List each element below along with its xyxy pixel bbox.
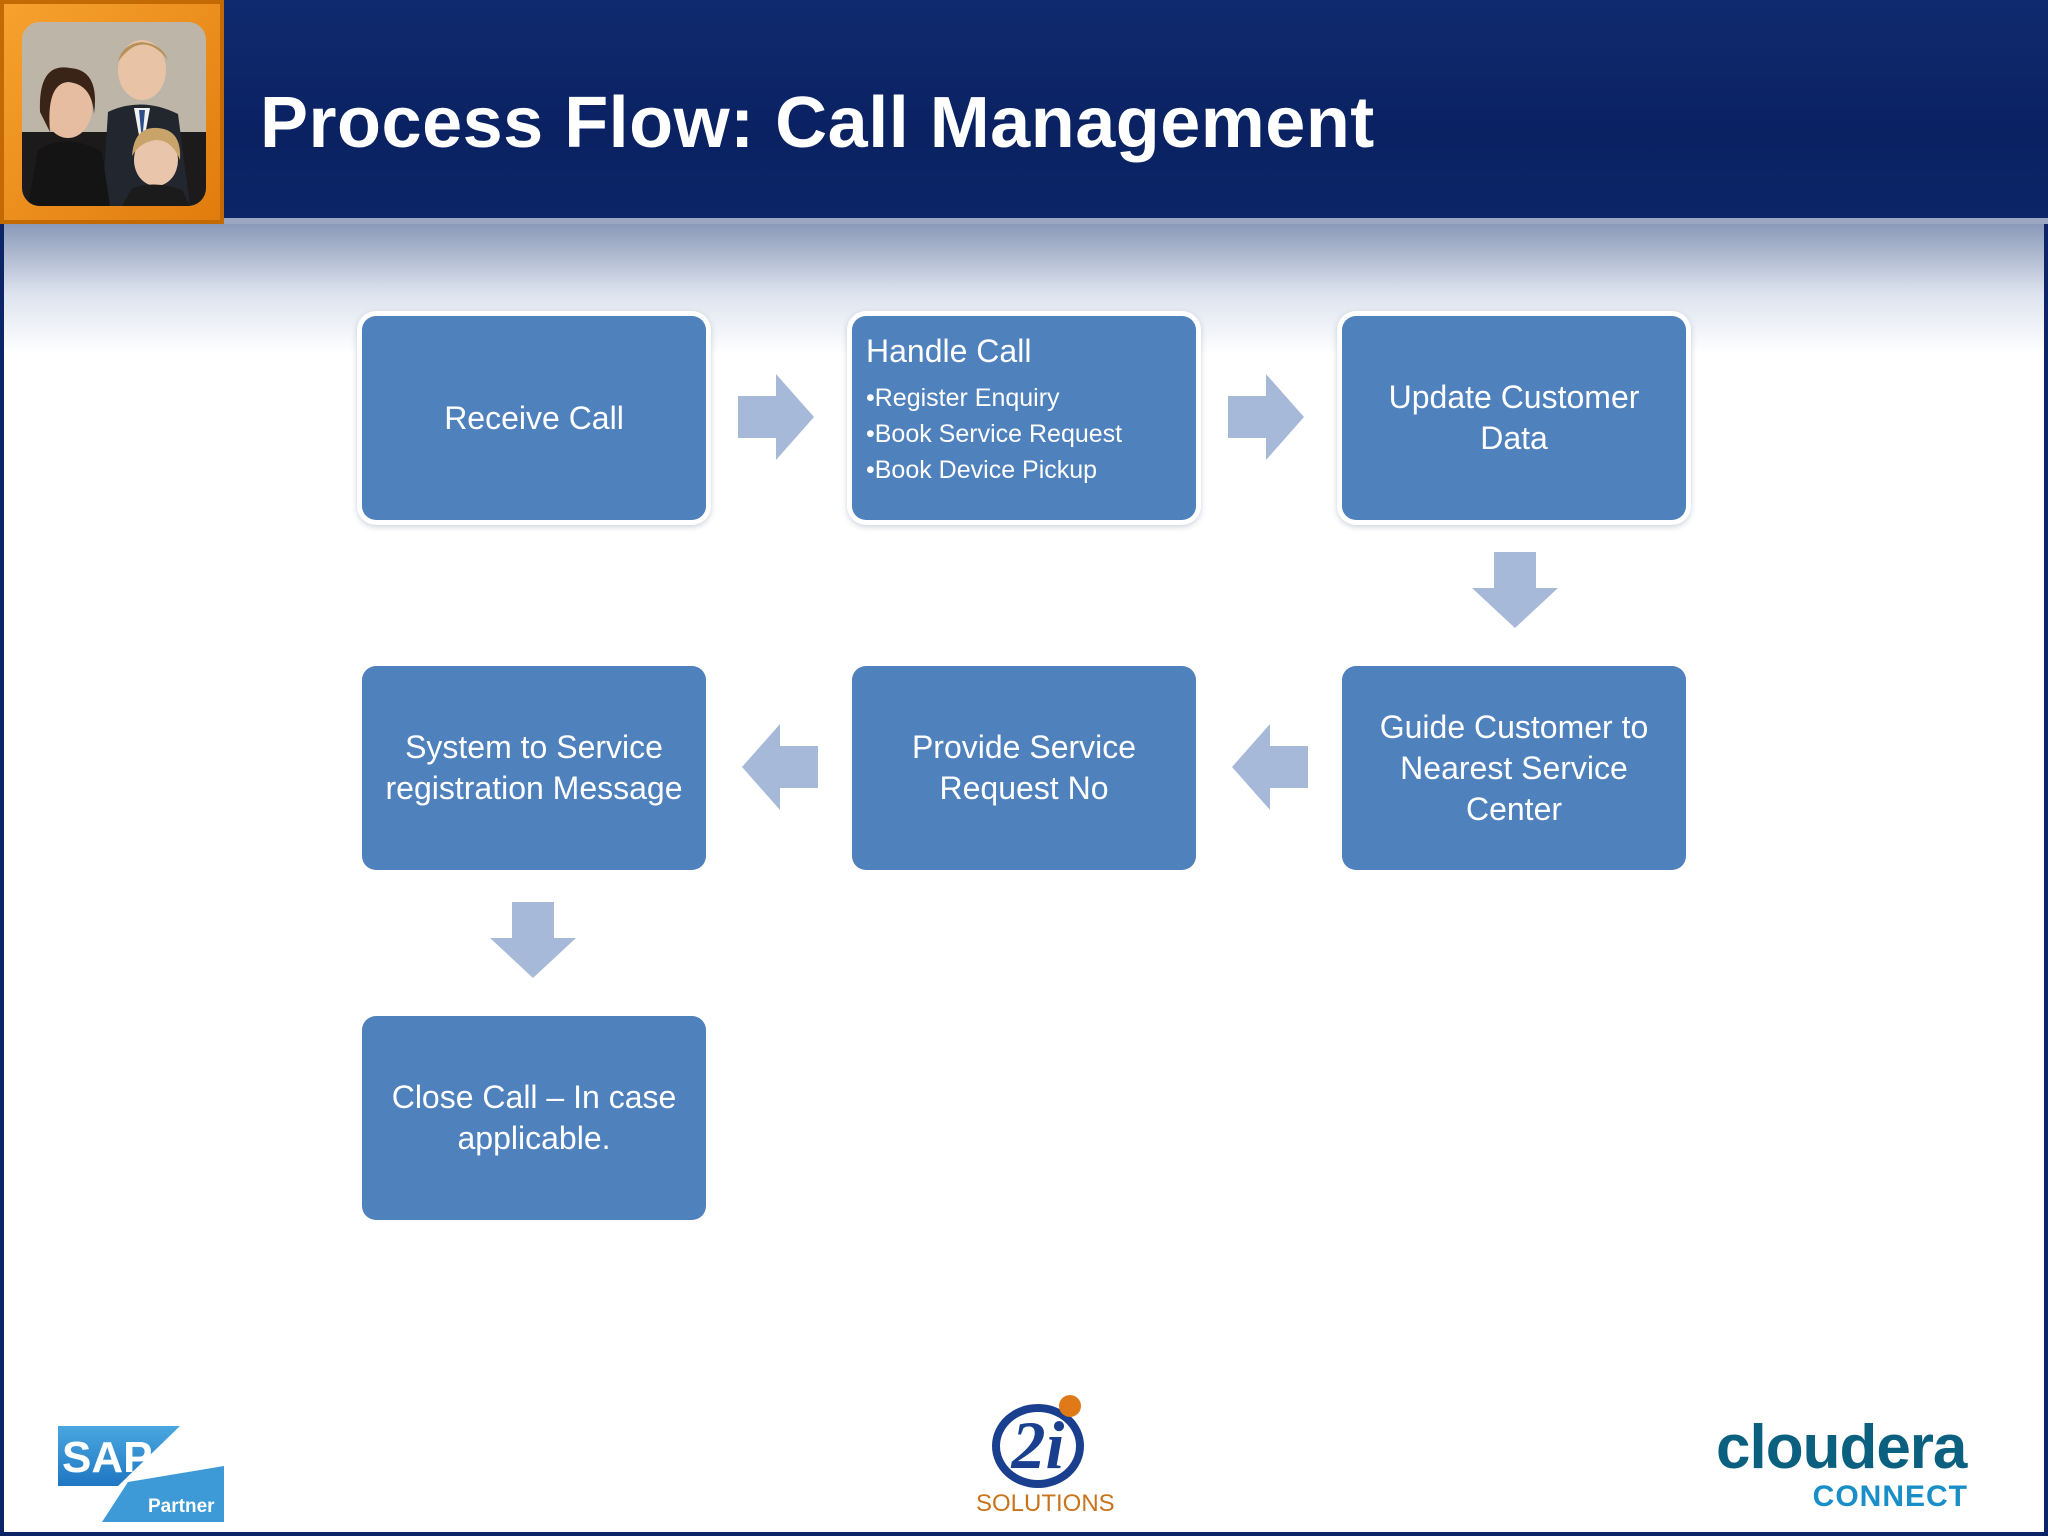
sap-logo-icon: SAP Partner — [58, 1426, 224, 1522]
team-photo-image — [22, 22, 206, 206]
solutions-wordmark: SOLUTIONS — [976, 1490, 1115, 1517]
sap-partner-logo: SAP Partner — [58, 1426, 224, 1524]
people-illustration — [22, 22, 206, 206]
step-handle-call: Handle Call •Register Enquiry •Book Serv… — [852, 316, 1196, 520]
handle-call-item: •Book Service Request — [866, 420, 1123, 448]
svg-text:SAP: SAP — [62, 1433, 152, 1482]
arrow-right-icon — [738, 374, 814, 460]
cloudera-wordmark: cloudera — [1716, 1413, 1967, 1482]
team-photo — [0, 0, 224, 224]
arrow-right-icon — [1228, 374, 1304, 460]
step-guide-customer: Guide Customer to Nearest Service Center — [1342, 666, 1686, 870]
step-provide-request-no: Provide Service Request No — [852, 666, 1196, 870]
step-system-message: System to Service registration Message — [362, 666, 706, 870]
handle-call-item: •Register Enquiry — [866, 384, 1060, 412]
2i-logo-icon: 2i — [992, 1395, 1084, 1488]
handle-call-title: Handle Call — [866, 333, 1032, 369]
handle-call-item: •Book Device Pickup — [866, 456, 1098, 484]
slide-header: Process Flow: Call Management — [0, 0, 2048, 224]
step-update-customer-data: Update Customer Data — [1342, 316, 1686, 520]
arrow-down-icon — [490, 902, 576, 978]
svg-text:Partner: Partner — [148, 1496, 215, 1517]
step-receive-call: Receive Call — [362, 316, 706, 520]
arrow-left-icon — [1232, 724, 1308, 810]
arrow-down-icon — [1472, 552, 1558, 628]
page-title: Process Flow: Call Management — [260, 83, 1375, 163]
2i-solutions-logo: 2i SOLUTIONS — [972, 1392, 1115, 1522]
svg-text:2i: 2i — [1011, 1407, 1065, 1483]
cloudera-connect-logo: cloudera CONNECT — [1716, 1413, 1986, 1514]
connect-wordmark: CONNECT — [1812, 1480, 1968, 1513]
step-close-call: Close Call – In case applicable. — [362, 1016, 706, 1220]
arrow-left-icon — [742, 724, 818, 810]
